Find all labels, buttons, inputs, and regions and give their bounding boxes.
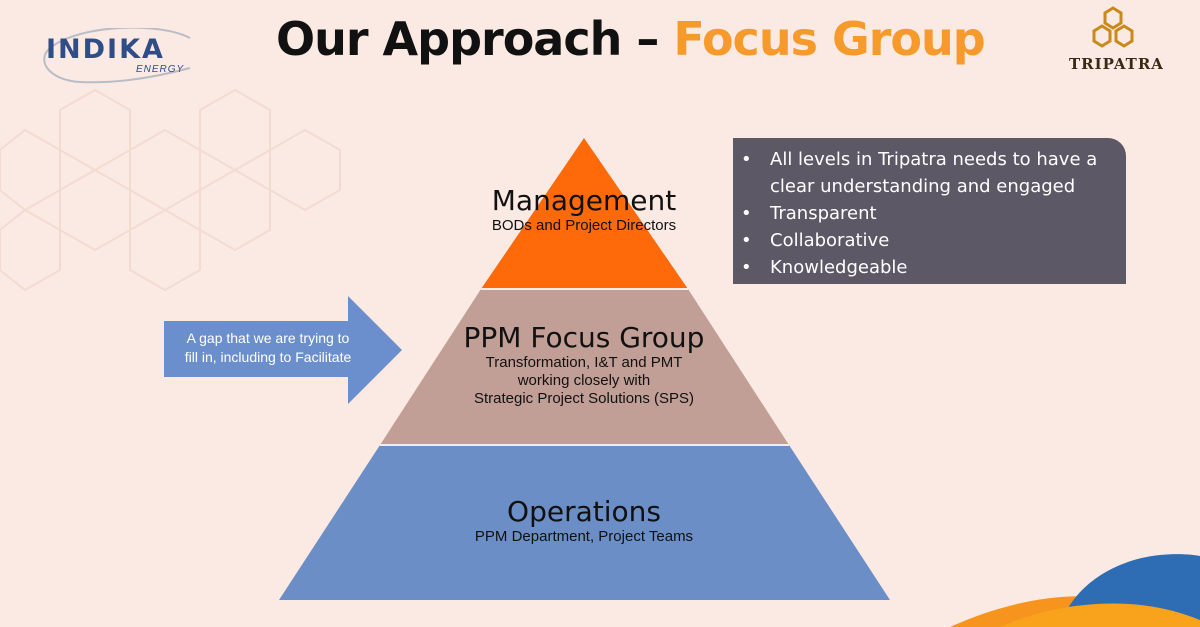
callout-item: Knowledgeable: [733, 254, 1114, 281]
callout-box: All levels in Tripatra needs to have a c…: [733, 138, 1126, 284]
tripatra-logo: TRIPATRA: [1066, 4, 1166, 74]
corner-wave-orange-front: [1000, 603, 1200, 627]
slide-title: Our Approach – Focus Group: [276, 12, 986, 66]
logo-indika-sub: ENERGY: [136, 64, 185, 75]
pyramid-tier-management: [481, 138, 688, 289]
gap-arrow-line-2: fill in, including to Facilitate: [184, 349, 352, 365]
callout-item: Collaborative: [733, 227, 1114, 254]
callout-list: All levels in Tripatra needs to have a c…: [733, 146, 1114, 281]
tier-focus-group-subtitle-line-3: Strategic Project Solutions (SPS): [473, 390, 695, 407]
title-main: Our Approach –: [276, 12, 674, 66]
tier-management-subtitle: BODs and Project Directors: [491, 217, 677, 234]
callout-item: All levels in Tripatra needs to have a c…: [733, 146, 1114, 200]
tier-management-text: Management BODs and Project Directors: [434, 185, 734, 235]
tier-focus-group-title: PPM Focus Group: [463, 321, 705, 354]
gap-arrow-line-1: A gap that we are trying to: [186, 330, 350, 346]
logo-swoosh-icon: [43, 28, 191, 84]
gap-arrow-label: A gap that we are trying to fill in, inc…: [168, 329, 368, 367]
tier-focus-group-subtitle-line-2: working closely with: [517, 372, 651, 389]
title-accent: Focus Group: [673, 12, 985, 66]
gap-arrow: [164, 296, 402, 404]
tier-focus-group-text: PPM Focus Group Transformation, I&T and …: [414, 322, 754, 408]
callout-item: Transparent: [733, 200, 1114, 227]
indika-energy-logo: INDIKA ENERGY: [40, 28, 200, 88]
tier-operations-text: Operations PPM Department, Project Teams: [434, 496, 734, 546]
logo-tripatra-name: TRIPATRA: [1069, 55, 1164, 73]
tier-management-title: Management: [491, 184, 677, 217]
tier-operations-subtitle: PPM Department, Project Teams: [474, 528, 694, 545]
hexagon-pattern: [0, 88, 341, 292]
pyramid-tier-operations: [279, 445, 890, 600]
tier-focus-group-subtitle-line-1: Transformation, I&T and PMT: [485, 354, 683, 371]
logo-indika-name: INDIKA: [46, 34, 165, 65]
tier-operations-title: Operations: [507, 495, 661, 528]
hexagon-cluster-icon: [1092, 6, 1134, 48]
pyramid-tier-focus-group: [380, 289, 789, 445]
